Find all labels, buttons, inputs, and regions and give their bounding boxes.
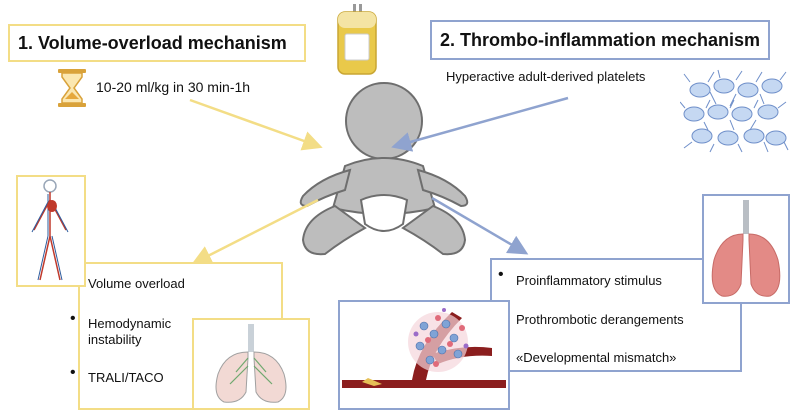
bullet-trali: • bbox=[70, 364, 76, 381]
dose-text: 10-20 ml/kg in 30 min-1h bbox=[96, 79, 251, 95]
lungs-icon bbox=[215, 324, 287, 403]
circulation-frame bbox=[16, 175, 86, 287]
platelets-icon bbox=[680, 68, 790, 154]
volume-overload-title: Volume overload bbox=[88, 276, 185, 291]
left-mechanism-title: 1. Volume-overload mechanism bbox=[8, 24, 306, 62]
bullet-hemodynamic: • bbox=[70, 310, 76, 327]
lungs-icon bbox=[711, 200, 781, 297]
hourglass-icon bbox=[58, 69, 86, 107]
hemodynamic-text: Hemodynamic instability bbox=[88, 316, 172, 347]
blood-clot-icon bbox=[342, 304, 506, 406]
arrow-platelets-to-baby bbox=[391, 96, 569, 152]
platelets-text: Hyperactive adult-derived platelets bbox=[446, 69, 646, 84]
blood-bag-icon bbox=[337, 4, 377, 75]
left-title-text: 1. Volume-overload mechanism bbox=[18, 32, 287, 53]
prothrombotic-text: Prothrombotic derangements bbox=[516, 312, 684, 327]
arrow-baby-to-volume bbox=[191, 198, 319, 265]
proinflammatory-text: Proinflammatory stimulus bbox=[516, 273, 662, 288]
bullet-proinflammatory: • bbox=[498, 266, 504, 283]
mismatch-text: «Developmental mismatch» bbox=[516, 350, 677, 365]
arrow-dose-to-baby bbox=[189, 98, 323, 151]
arrow-baby-to-thrombo bbox=[431, 196, 529, 255]
right-title-text: 2. Thrombo-inflammation mechanism bbox=[440, 29, 761, 50]
trali-text: TRALI/TACO bbox=[88, 370, 164, 385]
right-mechanism-title: 2. Thrombo-inflammation mechanism bbox=[430, 20, 770, 60]
circulatory-system-icon bbox=[31, 179, 69, 281]
